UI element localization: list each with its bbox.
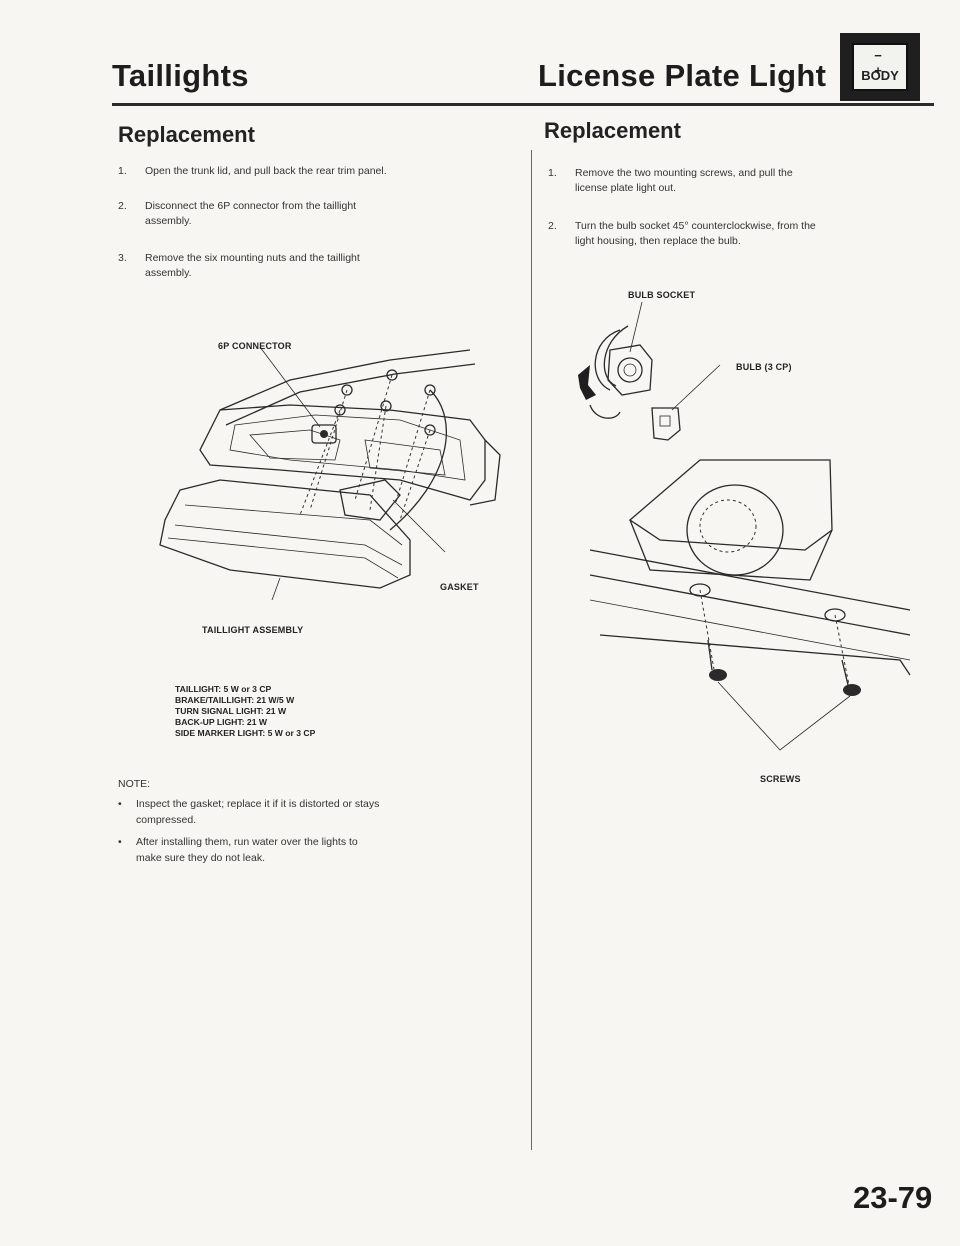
mounting-nut-icons bbox=[334, 369, 436, 436]
step-number: 2. bbox=[548, 220, 557, 232]
page-number: 23-79 bbox=[853, 1180, 933, 1215]
taillight-heading: Replacement bbox=[118, 122, 255, 147]
step-number: 3. bbox=[118, 252, 127, 264]
step-text: Open the trunk lid, and pull back the re… bbox=[145, 165, 387, 177]
taillight-illustration bbox=[159, 346, 501, 601]
assembly-label: TAILLIGHT ASSEMBLY bbox=[202, 625, 304, 635]
step-text: Remove the two mounting screws, and pull… bbox=[575, 167, 793, 179]
note-text-cont: make sure they do not leak. bbox=[136, 852, 265, 864]
step-text: Remove the six mounting nuts and the tai… bbox=[145, 252, 360, 264]
taillight-step-1: 1. Open the trunk lid, and pull back the… bbox=[118, 164, 518, 180]
note-text: After installing them, run water over th… bbox=[136, 836, 358, 848]
license-heading: Replacement bbox=[544, 118, 681, 143]
right-page-title: License Plate Light bbox=[538, 58, 827, 93]
step-text: Turn the bulb socket 45° counterclockwis… bbox=[575, 220, 816, 232]
screws-label: SCREWS bbox=[760, 774, 801, 784]
screw-icons bbox=[707, 639, 861, 696]
bulb-specs: TAILLIGHT: 5 W or 3 CP BRAKE/TAILLIGHT: … bbox=[175, 684, 505, 739]
note-item: • After installing them, run water over … bbox=[118, 834, 518, 868]
spec-line: BACK-UP LIGHT: 21 W bbox=[175, 717, 267, 727]
license-step-1: 1. Remove the two mounting screws, and p… bbox=[548, 166, 928, 198]
body-section-badge: − + BODY bbox=[840, 33, 920, 101]
header-rule bbox=[112, 103, 934, 106]
taillight-step-3: 3. Remove the six mounting nuts and the … bbox=[118, 251, 518, 283]
note-text: Inspect the gasket; replace it if it is … bbox=[136, 798, 380, 810]
bullet-icon: • bbox=[118, 798, 122, 810]
gasket-label: GASKET bbox=[440, 582, 479, 592]
battery-terminal-icon: − + bbox=[874, 48, 896, 78]
note-text-cont: compressed. bbox=[136, 814, 197, 826]
bullet-icon: • bbox=[118, 836, 122, 848]
connector-label: 6P CONNECTOR bbox=[218, 341, 292, 351]
step-text: Disconnect the 6P connector from the tai… bbox=[145, 200, 357, 212]
note-title: NOTE: bbox=[118, 778, 151, 790]
step-text-cont: license plate light out. bbox=[575, 182, 676, 194]
step-number: 1. bbox=[548, 167, 557, 179]
badge-label: BODY bbox=[861, 68, 899, 83]
left-page-title: Taillights bbox=[112, 58, 249, 93]
step-number: 1. bbox=[118, 165, 127, 177]
license-step-2: 2. Turn the bulb socket 45° counterclock… bbox=[548, 219, 928, 251]
column-divider bbox=[531, 150, 532, 1150]
step-text-cont: light housing, then replace the bulb. bbox=[575, 235, 741, 247]
rotation-arrow-icon bbox=[578, 365, 621, 419]
step-text-cont: assembly. bbox=[145, 215, 192, 227]
bulb-label: BULB (3 CP) bbox=[736, 362, 792, 372]
license-light-illustration bbox=[578, 301, 911, 751]
note-item: • Inspect the gasket; replace it if it i… bbox=[118, 796, 518, 830]
spec-line: SIDE MARKER LIGHT: 5 W or 3 CP bbox=[175, 728, 316, 738]
taillight-step-2: 2. Disconnect the 6P connector from the … bbox=[118, 199, 518, 231]
spec-line: BRAKE/TAILLIGHT: 21 W/5 W bbox=[175, 695, 295, 705]
spec-line: TURN SIGNAL LIGHT: 21 W bbox=[175, 706, 287, 716]
step-text-cont: assembly. bbox=[145, 267, 192, 279]
spec-line: TAILLIGHT: 5 W or 3 CP bbox=[175, 684, 272, 694]
step-number: 2. bbox=[118, 200, 127, 212]
bulb-socket-label: BULB SOCKET bbox=[628, 290, 696, 300]
